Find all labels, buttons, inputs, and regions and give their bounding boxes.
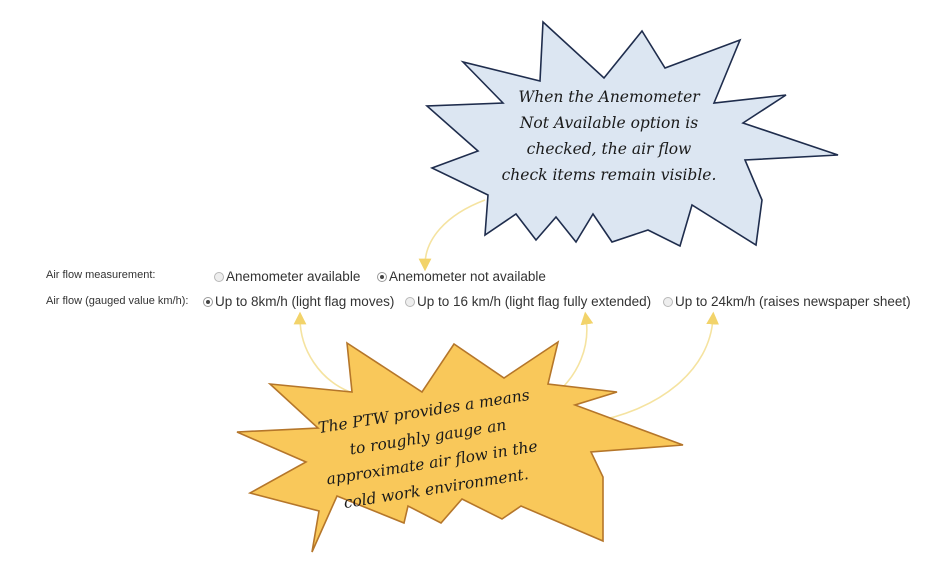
- radio-anemometer-available[interactable]: Anemometer available: [214, 269, 360, 284]
- radio-label: Anemometer not available: [389, 269, 546, 284]
- yellow-callout-arrow-1: [293, 311, 351, 393]
- radio-anemometer-not-available[interactable]: Anemometer not available: [377, 269, 546, 284]
- radio-up-to-8kmh[interactable]: Up to 8km/h (light flag moves): [203, 294, 394, 309]
- radio-unchecked-icon[interactable]: [214, 271, 224, 282]
- yellow-callout-arrow-3: [591, 311, 720, 423]
- blue-callout-line: checked, the air flow: [526, 140, 692, 158]
- radio-unchecked-icon[interactable]: [405, 296, 415, 307]
- radio-label: Up to 8km/h (light flag moves): [215, 294, 395, 309]
- air-flow-gauged-label: Air flow (gauged value km/h):: [46, 295, 189, 307]
- radio-label: Up to 16 km/h (light flag fully extended…: [417, 294, 652, 309]
- blue-callout-text: When the Anemometer Not Available option…: [498, 84, 720, 188]
- blue-callout-line: Not Available option is: [519, 114, 699, 132]
- blue-callout-line: check items remain visible.: [501, 166, 717, 184]
- air-flow-measurement-label: Air flow measurement:: [46, 269, 156, 281]
- blue-callout-line: When the Anemometer: [518, 88, 700, 106]
- radio-up-to-16kmh[interactable]: Up to 16 km/h (light flag fully extended…: [405, 294, 651, 309]
- radio-checked-icon[interactable]: [203, 296, 213, 307]
- yellow-starburst-callout: [236, 340, 684, 553]
- blue-callout-arrow: [418, 199, 486, 272]
- blue-starburst-callout: [424, 20, 839, 248]
- radio-checked-icon[interactable]: [377, 271, 387, 282]
- radio-unchecked-icon[interactable]: [663, 296, 673, 307]
- radio-label: Up to 24km/h (raises newspaper sheet): [675, 294, 911, 309]
- radio-up-to-24kmh[interactable]: Up to 24km/h (raises newspaper sheet): [663, 294, 911, 309]
- radio-label: Anemometer available: [226, 269, 361, 284]
